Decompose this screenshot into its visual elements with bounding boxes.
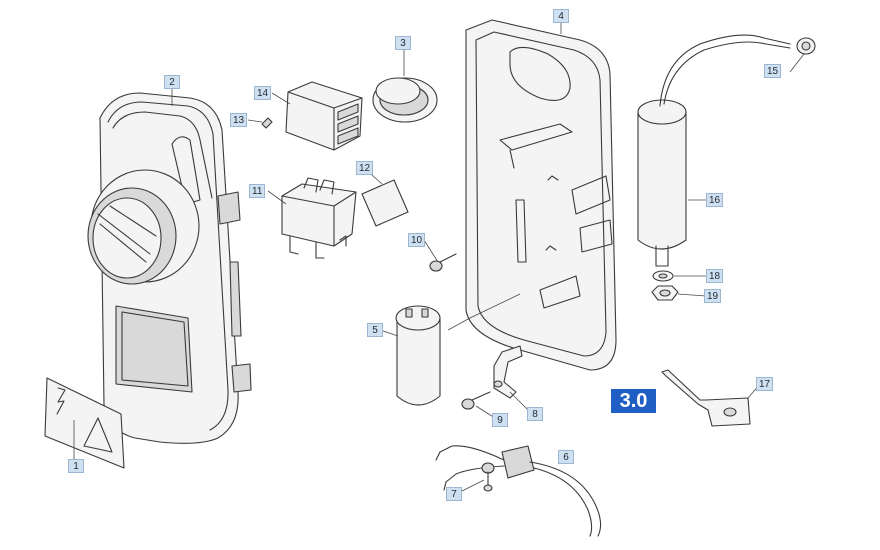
- leader-lines: [73, 22, 805, 494]
- callout-4: 4: [553, 9, 569, 23]
- clip-part: [261, 117, 273, 129]
- terminal-block-part: [281, 177, 357, 259]
- callout-13: 13: [230, 113, 248, 127]
- callout-7: 7: [446, 487, 462, 501]
- callout-6: 6: [558, 450, 574, 464]
- cable-gland-part: [796, 37, 816, 55]
- washer-part: [652, 270, 674, 282]
- callout-5: 5: [367, 323, 383, 337]
- screw-part: [429, 253, 457, 272]
- grommet-part: [372, 77, 438, 123]
- rear-housing-part: [465, 19, 617, 371]
- lightning-bolt-icon: [56, 387, 66, 415]
- callout-8: 8: [527, 407, 543, 421]
- nut-part: [651, 285, 679, 301]
- cartridge-part: [637, 34, 791, 267]
- warning-label-part: [44, 377, 125, 469]
- warning-triangle-icon: [83, 417, 113, 453]
- flat-bracket-part: [661, 369, 751, 427]
- callout-9: 9: [492, 413, 508, 427]
- callout-3: 3: [395, 36, 411, 50]
- callout-16: 16: [706, 193, 724, 207]
- callout-10: 10: [408, 233, 426, 247]
- bracket-part: [493, 345, 523, 399]
- relay-block-part: [285, 81, 363, 151]
- version-badge: 3.0: [611, 389, 656, 413]
- dial-knob-part: [87, 169, 200, 285]
- callout-11: 11: [249, 184, 266, 198]
- callout-15: 15: [764, 64, 782, 78]
- insulating-pad-part: [361, 179, 409, 227]
- screw-part-lower: [461, 391, 491, 410]
- callout-1: 1: [68, 459, 84, 473]
- screw-part-small: [481, 462, 495, 492]
- callout-18: 18: [706, 269, 724, 283]
- cable-assembly-part: [435, 445, 602, 537]
- callout-14: 14: [254, 86, 272, 100]
- display-window-part: [115, 305, 193, 393]
- callout-19: 19: [704, 289, 722, 303]
- capacitor-part: [395, 305, 441, 406]
- callout-2: 2: [164, 75, 180, 89]
- callout-17: 17: [756, 377, 774, 391]
- callout-12: 12: [356, 161, 374, 175]
